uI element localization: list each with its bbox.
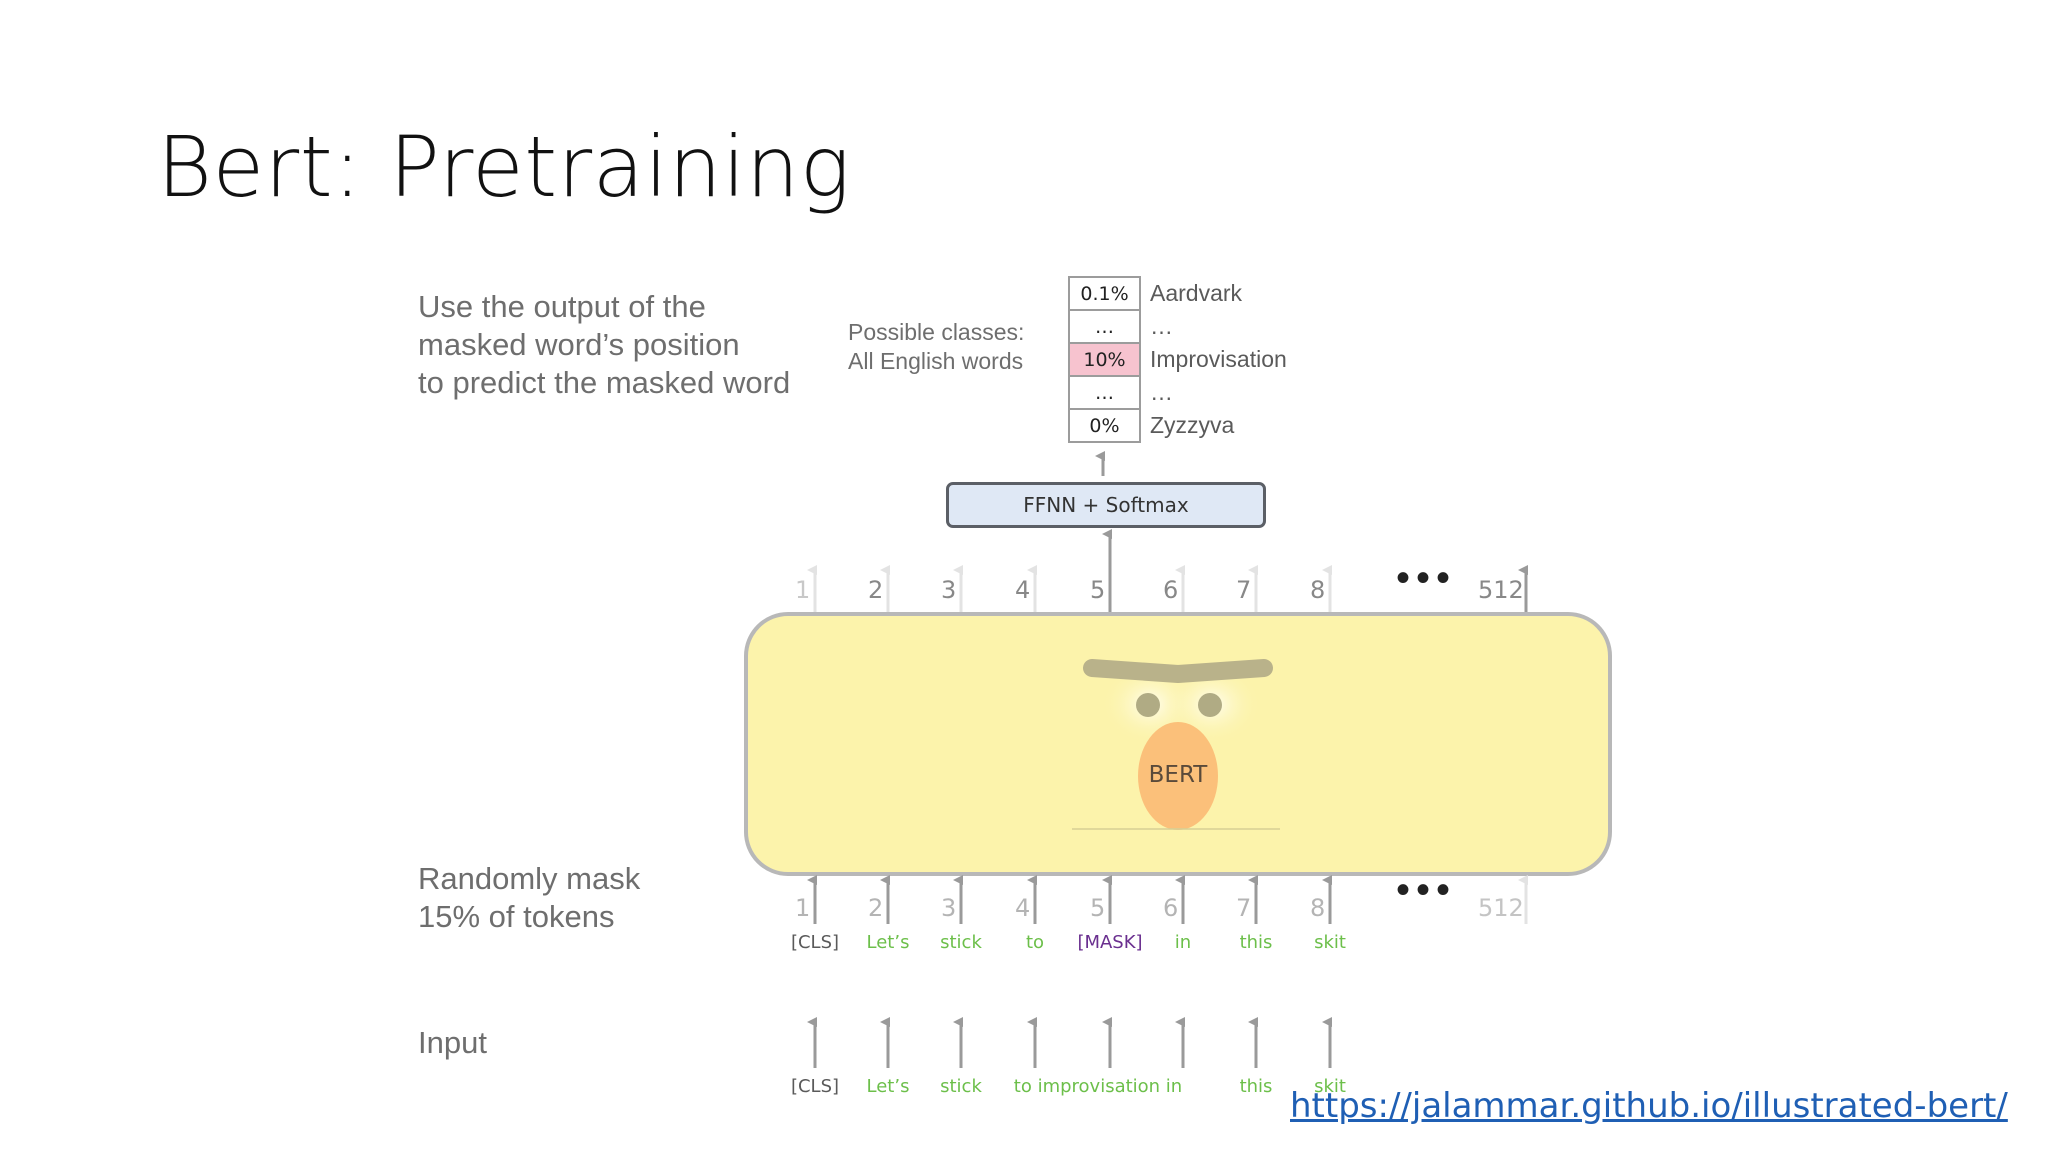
vocab-word: … bbox=[1150, 313, 1173, 339]
ffnn-softmax-box: FFNN + Softmax bbox=[946, 482, 1266, 528]
mask-note-line-1: Randomly mask bbox=[418, 861, 641, 896]
vocab-word: Aardvark bbox=[1150, 280, 1243, 306]
eye-right bbox=[1198, 693, 1222, 717]
vocab-prob-cell-highlighted: 10% bbox=[1068, 344, 1141, 377]
input-token: [CLS] bbox=[790, 1076, 840, 1097]
input-position-number: 8 bbox=[1310, 894, 1326, 922]
input-position-number: 2 bbox=[868, 894, 884, 922]
eyebrow-shape bbox=[1083, 659, 1273, 683]
output-position-number: 1 bbox=[795, 576, 811, 604]
input-token: skit bbox=[1314, 1076, 1346, 1097]
output-position-number: 6 bbox=[1163, 576, 1179, 604]
output-position-number: 7 bbox=[1236, 576, 1252, 604]
output-note: Use the output of the masked word’s posi… bbox=[418, 288, 790, 402]
masked-sequence-token: [CLS] bbox=[790, 932, 840, 953]
classes-note: Possible classes: All English words bbox=[848, 318, 1024, 376]
input-position-number: 6 bbox=[1163, 894, 1179, 922]
vocab-prob-cell: 0.1% bbox=[1068, 278, 1141, 311]
masked-sequence-token: stick bbox=[940, 932, 982, 953]
slide-title: Bert: Pretraining bbox=[157, 118, 851, 216]
input-token: stick bbox=[940, 1076, 982, 1097]
position-arrows bbox=[807, 875, 1528, 924]
classes-note-line-2: All English words bbox=[848, 348, 1024, 374]
beak-shape bbox=[1138, 722, 1218, 830]
vocab-prob-cell: … bbox=[1068, 377, 1141, 410]
vocab-probability-table: 0.1% … 10% … 0% bbox=[1068, 276, 1141, 443]
vocab-word: … bbox=[1150, 379, 1173, 405]
output-note-line-1: Use the output of the bbox=[418, 289, 706, 324]
ellipsis-top: ••• bbox=[1396, 556, 1457, 600]
eye-left bbox=[1136, 693, 1160, 717]
ellipsis-bottom: ••• bbox=[1396, 868, 1457, 912]
input-arrows bbox=[807, 1017, 1332, 1068]
bert-label: BERT bbox=[1149, 762, 1209, 788]
output-position-number: 5 bbox=[1090, 576, 1106, 604]
input-position-number: 7 bbox=[1236, 894, 1252, 922]
input-position-number: 3 bbox=[941, 894, 957, 922]
output-position-number: 2 bbox=[868, 576, 884, 604]
output-note-line-3: to predict the masked word bbox=[418, 365, 791, 400]
output-arrows bbox=[807, 529, 1528, 612]
vocab-word: Improvisation bbox=[1150, 346, 1287, 372]
vocab-prob-cell: 0% bbox=[1068, 410, 1141, 443]
mask-token: [MASK] bbox=[1077, 932, 1143, 953]
output-position-number: 4 bbox=[1015, 576, 1031, 604]
mask-note-line-2: 15% of tokens bbox=[418, 899, 615, 934]
input-token: this bbox=[1239, 1076, 1273, 1097]
masked-sequence-token: this bbox=[1239, 932, 1273, 953]
masked-sequence-token: in bbox=[1174, 932, 1192, 953]
input-position-number: 4 bbox=[1015, 894, 1031, 922]
vocab-word: Zyzzyva bbox=[1150, 412, 1235, 438]
input-position-number: 1 bbox=[795, 894, 811, 922]
input-label: Input bbox=[418, 1025, 487, 1060]
masked-sequence-token: skit bbox=[1314, 932, 1346, 953]
bert-face bbox=[1072, 659, 1280, 830]
output-position-number: 3 bbox=[941, 576, 957, 604]
output-position-number: 8 bbox=[1310, 576, 1326, 604]
output-note-line-2: masked word’s position bbox=[418, 327, 740, 362]
classes-note-line-1: Possible classes: bbox=[848, 319, 1025, 345]
masked-sequence-token: to bbox=[1025, 932, 1045, 953]
input-position-number-last: 512 bbox=[1478, 894, 1524, 922]
vocab-prob-cell: … bbox=[1068, 311, 1141, 344]
mask-note: Randomly mask 15% of tokens bbox=[418, 860, 640, 936]
source-link[interactable]: https://jalammar.github.io/illustrated-b… bbox=[1290, 1086, 2008, 1126]
input-token: Let’s bbox=[866, 1076, 910, 1097]
output-position-number-last: 512 bbox=[1478, 576, 1524, 604]
masked-sequence-token: Let’s bbox=[866, 932, 910, 953]
input-token: to improvisation in bbox=[1013, 1076, 1183, 1097]
input-position-number: 5 bbox=[1090, 894, 1106, 922]
